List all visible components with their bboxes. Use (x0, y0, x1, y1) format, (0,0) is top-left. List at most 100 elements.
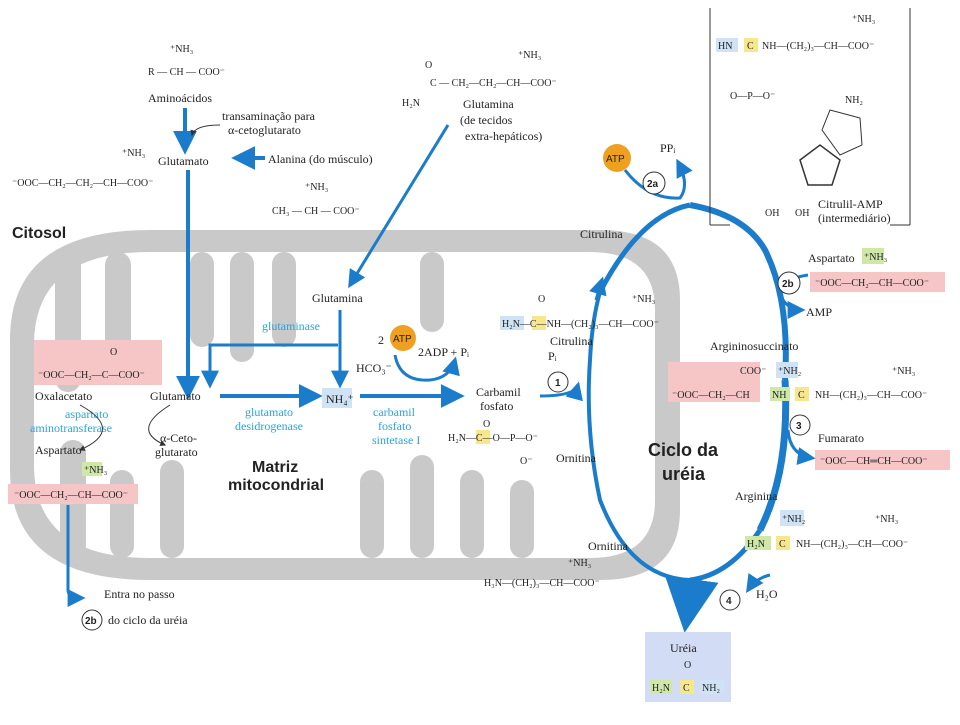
cit-o: O (538, 294, 545, 305)
cps-label-line2: fosfato (378, 419, 411, 433)
ornithine-bottom-label: Ornitina (588, 539, 629, 553)
arg-h2n-highlight (745, 536, 771, 550)
cps-label-line1: carbamil (373, 405, 416, 419)
orn-nh3: ⁺NH₃ (568, 558, 591, 569)
ala-chain: CH₃ — CH — COO⁻ (272, 206, 360, 217)
gln-to-glu-arrow (201, 343, 338, 389)
as-nh: NH (772, 390, 786, 401)
orn-chain: H₃N—(CH₂)₃—CH—COO⁻ (484, 578, 600, 589)
urea-label: Uréia (670, 641, 697, 655)
as-chain-right: NH—(CH₂)₃—CH—COO⁻ (815, 390, 927, 401)
amp-label: AMP (806, 305, 832, 319)
atp-2a-arrow (623, 158, 693, 200)
h2o-arrow (746, 573, 771, 593)
urea-c-highlight (680, 680, 694, 694)
step-4-label: 4 (726, 596, 732, 607)
ornithine-mid-label: Ornitina (556, 451, 597, 465)
citrulline-mid-label: Citrulina (550, 334, 593, 348)
arg-h2n: H₂N (747, 539, 765, 550)
step-1-badge (547, 371, 569, 393)
aspr-nh3-highlight (862, 248, 884, 264)
oxaloacetate-label: Oxalacetato (35, 389, 92, 403)
two-atp-coefficient: 2 (378, 333, 384, 347)
as-nh-highlight (770, 387, 790, 401)
amp-nh2: NH₂ (845, 95, 863, 106)
glu-nh3: ⁺NH₃ (122, 148, 145, 159)
glu-chain: ⁻OOC—CH₂—CH₂—CH—COO⁻ (12, 178, 153, 189)
step-1-label: 1 (555, 378, 561, 389)
step-3-label: 3 (796, 421, 802, 432)
as-c-highlight (795, 387, 809, 401)
carbamoyl-label-line1: Carbamil (476, 385, 521, 399)
asp-chain: ⁻OOC—CH₂—CH—COO⁻ (14, 490, 128, 501)
urea-h2n: H₂N (652, 683, 670, 694)
arg-c-highlight (776, 536, 790, 550)
matrix-label-line1: Matriz (252, 459, 298, 476)
step-2b-badge (777, 271, 801, 295)
amp-hn-highlight (716, 38, 738, 52)
as-nh2: ⁺NH₂ (778, 366, 801, 377)
step-2a-label: 2a (647, 179, 659, 190)
atp-badge-cps (390, 325, 416, 351)
transamination-line2: α-cetoglutarato (228, 123, 301, 137)
citrulyl-amp-line2: (intermediário) (818, 211, 891, 225)
cp-chain: H₂N—C—O—P—O⁻ (448, 433, 538, 444)
amp-c: C (747, 41, 754, 52)
atp-consumption-arrow (393, 354, 460, 382)
as-chain-left: ⁻OOC—CH₂—CH (672, 390, 750, 401)
as-coo: COO⁻ (740, 366, 766, 377)
cit-chain: H₂N—C—NH—(CH₂)₃—CH—COO⁻ (502, 319, 659, 330)
pi-label: Pᵢ (548, 349, 557, 363)
as-left-highlight (668, 362, 760, 402)
cycle-label-line2: uréia (662, 464, 706, 484)
alanine-label: Alanina (do músculo) (268, 152, 373, 166)
oaa-o: O (110, 347, 117, 358)
urea-nh2-highlight (700, 680, 724, 694)
atp-2a-label: ATP (606, 154, 625, 165)
amp-nh3: ⁺NH₃ (852, 14, 875, 25)
glutamine-matrix-label: Glutamina (312, 291, 363, 305)
as-nh2-highlight (776, 362, 798, 378)
nh4-highlight (322, 388, 352, 408)
glutaminase-label: glutaminase (262, 319, 320, 333)
cytosol-label: Citosol (12, 225, 66, 242)
fumarate-label: Fumarato (818, 431, 864, 445)
urea-h2n-highlight (650, 680, 672, 694)
h2o-label: H₂O (756, 587, 778, 601)
arg-chain: NH—(CH₂)₃—CH—COO⁻ (796, 539, 908, 550)
urea-nh2: NH₂ (702, 683, 720, 694)
glutamine-top-line3: extra-hepáticos) (465, 129, 542, 143)
fumarate-highlight (815, 450, 950, 470)
arginine-label: Arginina (735, 489, 778, 503)
glutamine-top-line2: (de tecidos (460, 113, 513, 127)
arg-nh2-highlight (780, 510, 804, 526)
cp-o: O (483, 419, 490, 430)
cycle-label-line1: Ciclo da (648, 440, 719, 460)
ast-curve-left (78, 404, 103, 451)
amp-oh2: OH (795, 208, 809, 219)
amp-phosphate: O—P—O⁻ (730, 91, 775, 102)
asp-nh3: ⁺NH₃ (84, 465, 107, 476)
akg-line1: α-Ceto- (160, 431, 197, 445)
aspr-nh3: ⁺NH₃ (864, 252, 887, 263)
oaa-highlight (34, 340, 162, 385)
amp-chain: NH—(CH₂)₃—CH—COO⁻ (762, 41, 874, 52)
asp-nh3-highlight (82, 462, 102, 476)
enter-step-line1: Entra no passo (104, 587, 175, 601)
asp-export-arrow (66, 505, 86, 607)
oaa-chain: ⁻OOC—CH₂—C—COO⁻ (38, 370, 145, 381)
adenine-ring (821, 109, 863, 156)
fum-chain: ⁻OOC—CH═CH—COO⁻ (820, 456, 928, 467)
gln-chain: C — CH₂—CH₂—CH—COO⁻ (430, 78, 557, 89)
akg-line2: glutarato (155, 445, 198, 459)
amp-hn: HN (718, 41, 732, 52)
aa-chain: R — CH — COO⁻ (148, 67, 225, 78)
argininosuccinate-label: Argininosuccinato (710, 339, 798, 353)
ast-label-line2: aminotransferase (30, 421, 112, 435)
arg-c: C (779, 539, 786, 550)
gln-import-arrow (348, 124, 450, 289)
aspr-highlight (810, 272, 945, 292)
asp-highlight (8, 484, 138, 504)
fumarate-arrow (786, 429, 816, 465)
